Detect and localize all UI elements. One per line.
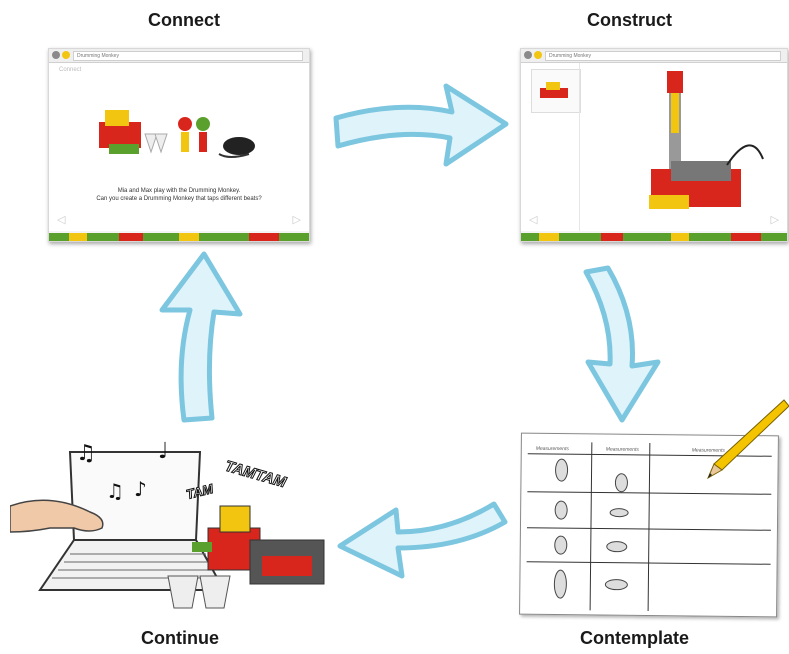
music-note-icon: ♩ bbox=[158, 439, 168, 464]
connect-window-title: Drumming Monkey bbox=[73, 51, 303, 61]
nav-arrow-icon[interactable]: ◁ bbox=[529, 214, 538, 226]
connect-section-heading: Connect bbox=[59, 67, 82, 73]
thumbnail-model bbox=[540, 82, 568, 98]
connect-illustration bbox=[99, 110, 255, 158]
arrow-connect-to-construct bbox=[333, 83, 509, 167]
music-note-icon: ♫ bbox=[76, 441, 96, 466]
connect-title-bar: Drumming Monkey bbox=[49, 49, 309, 63]
label-connect: Connect bbox=[148, 10, 220, 30]
label-continue: Continue bbox=[141, 628, 219, 648]
nav-arrow-icon[interactable]: ▷ bbox=[770, 214, 779, 226]
pencil-icon bbox=[706, 399, 789, 480]
arrow-contemplate-to-continue bbox=[337, 501, 508, 579]
construct-screenshot: Drumming Monkey ◁ ▷ bbox=[520, 48, 788, 242]
construct-bottom-decor bbox=[521, 233, 787, 241]
construct-title-bar: Drumming Monkey bbox=[521, 49, 787, 63]
connect-screenshot: Drumming Monkey Connect Mia and Max play… bbox=[48, 48, 310, 242]
arrow-continue-to-connect bbox=[159, 251, 243, 423]
construct-window-title: Drumming Monkey bbox=[545, 51, 781, 61]
connect-caption-2: Can you create a Drumming Monkey that ta… bbox=[96, 196, 262, 202]
connect-bottom-strip bbox=[49, 231, 309, 241]
connect-bottom-decor bbox=[49, 233, 309, 241]
hand bbox=[10, 499, 104, 533]
nav-arrow-icon[interactable]: ◁ bbox=[57, 214, 66, 226]
contemplate-sheet: Measurements Measurements Measurements bbox=[519, 432, 779, 618]
music-note-icon: ♪ bbox=[134, 477, 147, 501]
construct-bottom-strip bbox=[521, 231, 787, 241]
continue-illustration: ♫ ♩ ♫ ♪ bbox=[10, 439, 325, 609]
music-note-icon: ♫ bbox=[106, 479, 124, 503]
status-icon bbox=[534, 51, 542, 59]
status-icon bbox=[62, 51, 70, 59]
label-construct: Construct bbox=[587, 10, 672, 30]
construct-model bbox=[649, 71, 764, 209]
construct-sidebar bbox=[579, 63, 580, 231]
drumming-robot bbox=[192, 505, 325, 585]
arrow-construct-to-contemplate bbox=[583, 265, 661, 423]
home-icon[interactable] bbox=[524, 51, 532, 59]
label-contemplate: Contemplate bbox=[580, 628, 690, 648]
home-icon[interactable] bbox=[52, 51, 60, 59]
nav-arrow-icon[interactable]: ▷ bbox=[292, 214, 301, 226]
sheet-grid bbox=[526, 442, 772, 612]
connect-caption-1: Mia and Max play with the Drumming Monke… bbox=[117, 188, 241, 194]
construct-step-thumbnail[interactable] bbox=[531, 69, 581, 113]
